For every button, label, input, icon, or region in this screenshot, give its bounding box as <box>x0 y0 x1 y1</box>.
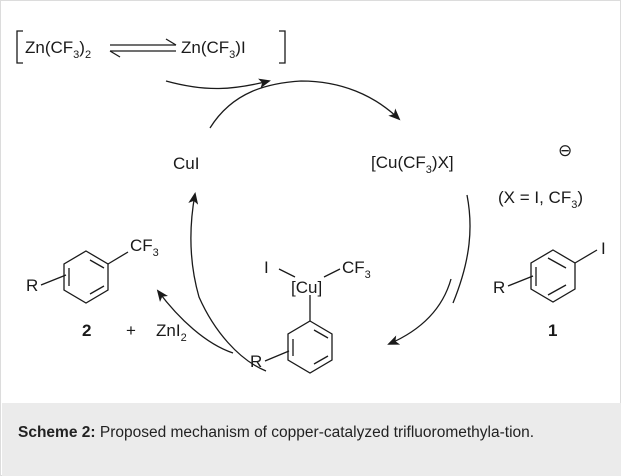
aryl-iodide-I: I <box>601 239 606 258</box>
caption-text: Proposed mechanism of copper-catalyzed t… <box>95 424 535 441</box>
zn-reagent-entry-arrow <box>165 78 271 90</box>
product-exit-arrow <box>156 289 234 354</box>
product-cf3: CF3 <box>130 236 159 259</box>
intermediate-cu: [Cu] <box>291 278 322 297</box>
x-definition: (X = I, CF3) <box>498 188 583 211</box>
intermediate-R: R <box>250 352 262 371</box>
equilibrium-arrows <box>109 38 177 58</box>
product-structure <box>40 250 129 304</box>
negative-charge: ⊖ <box>558 141 572 160</box>
cu-cf3-x-complex: [Cu(CF3)X] <box>371 153 454 176</box>
cycle-arc-right <box>452 194 471 304</box>
aryl-iodide-entry-arrow <box>387 278 452 345</box>
aryl-iodide-R: R <box>493 278 505 297</box>
compound-1-label: 1 <box>548 321 557 340</box>
cycle-arc-bottom-left <box>188 192 267 372</box>
product-R: R <box>26 276 38 295</box>
intermediate-I: I <box>264 258 269 277</box>
zinc-reagent-equilibrium: Zn(CF3)2 Zn(CF3)I <box>16 30 286 64</box>
zni2-byproduct: ZnI2 <box>156 321 187 344</box>
compound-2-label: 2 <box>82 321 91 340</box>
catalytic-cycle <box>156 78 471 372</box>
cui-catalyst: CuI <box>173 154 199 173</box>
reaction-scheme: Zn(CF3)2 Zn(CF3)I CuI [C <box>16 30 606 374</box>
cycle-arc-top <box>209 80 401 129</box>
zn-cf3-i-formula: Zn(CF3)I <box>181 38 246 61</box>
cu-intermediate-structure <box>264 268 341 374</box>
caption-label: Scheme 2: <box>18 424 96 441</box>
aryl-iodide-structure <box>507 249 598 303</box>
zn-cf3-2-formula: Zn(CF3)2 <box>25 38 91 61</box>
intermediate-cf3: CF3 <box>342 258 371 281</box>
plus-sign: + <box>126 321 136 340</box>
figure-caption: Scheme 2: Proposed mechanism of copper-c… <box>2 403 621 476</box>
